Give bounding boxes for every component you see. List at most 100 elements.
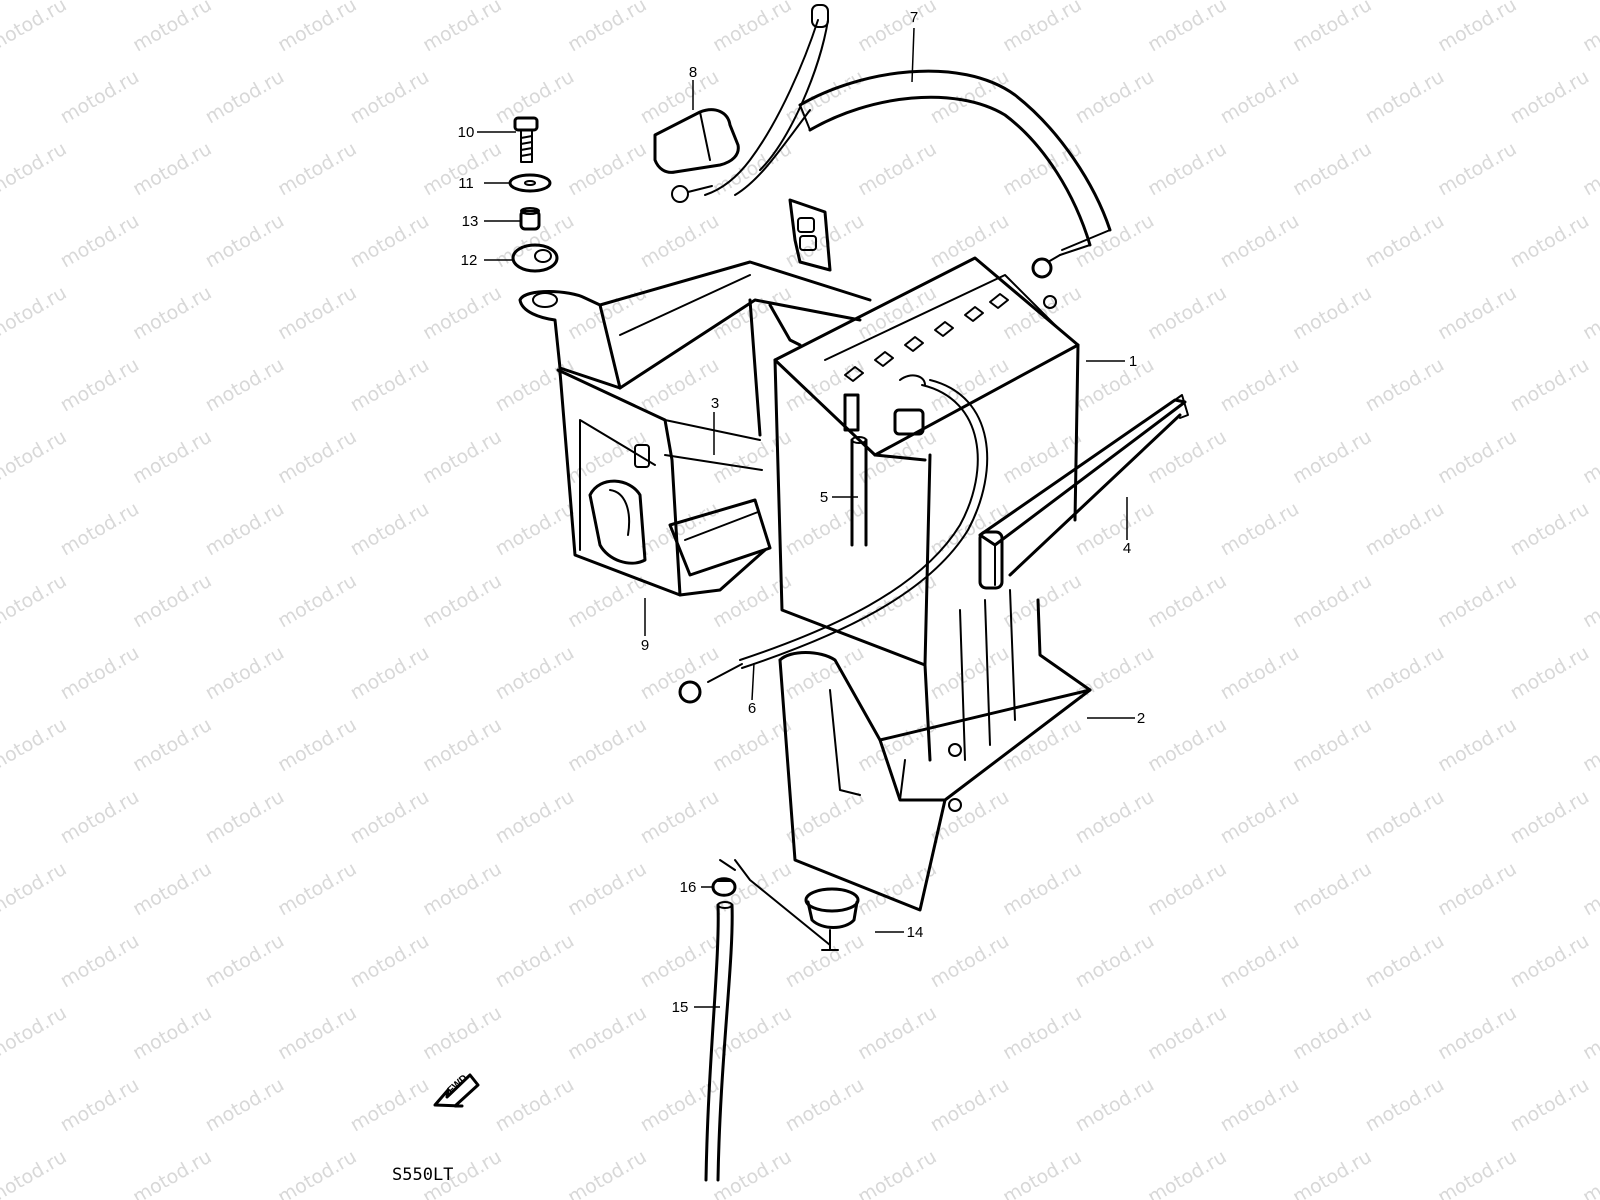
watermark-text: motod.ru bbox=[1289, 426, 1375, 489]
watermark-text: motod.ru bbox=[1507, 354, 1593, 417]
watermark-text: motod.ru bbox=[0, 0, 70, 56]
watermark-text: motod.ru bbox=[1289, 570, 1375, 633]
watermark-text: motod.ru bbox=[274, 138, 360, 201]
watermark-text: motod.ru bbox=[492, 354, 578, 417]
watermark-text: motod.ru bbox=[1579, 282, 1600, 345]
watermark-text: motod.ru bbox=[202, 642, 288, 705]
battery-case-2 bbox=[778, 589, 1092, 912]
watermark-text: motod.ru bbox=[129, 570, 215, 633]
watermark-text: motod.ru bbox=[564, 426, 650, 489]
watermark-text: motod.ru bbox=[1434, 426, 1520, 489]
callout-4: 4 bbox=[1123, 540, 1131, 557]
watermark-text: motod.ru bbox=[564, 138, 650, 201]
watermark-text: motod.ru bbox=[1289, 858, 1375, 921]
terminal-cover-8 bbox=[653, 108, 740, 174]
callout-10: 10 bbox=[458, 124, 475, 141]
callout-5: 5 bbox=[820, 489, 828, 506]
watermark-text: motod.ru bbox=[1217, 354, 1303, 417]
watermark-text: motod.ru bbox=[1434, 138, 1520, 201]
watermark-text: motod.ru bbox=[57, 66, 143, 129]
watermark-text: motod.ru bbox=[1072, 786, 1158, 849]
watermark-text: motod.ru bbox=[1072, 930, 1158, 993]
watermark-text: motod.ru bbox=[1217, 786, 1303, 849]
watermark-text: motod.ru bbox=[1289, 714, 1375, 777]
watermark-text: motod.ru bbox=[927, 786, 1013, 849]
watermark-text: motod.ru bbox=[0, 426, 70, 489]
watermark-text: motod.ru bbox=[1217, 930, 1303, 993]
watermark-text: motod.ru bbox=[999, 858, 1085, 921]
callout-11: 11 bbox=[458, 175, 474, 192]
battery-cable-7 bbox=[671, 4, 1112, 279]
watermark-text: motod.ru bbox=[419, 714, 505, 777]
leader-lines bbox=[477, 27, 1135, 1008]
watermark-text: motod.ru bbox=[999, 1002, 1085, 1065]
watermark-text: motod.ru bbox=[1579, 858, 1600, 921]
watermark-text: motod.ru bbox=[347, 210, 433, 273]
watermark-text: motod.ru bbox=[57, 1074, 143, 1137]
watermark-text: motod.ru bbox=[492, 1074, 578, 1137]
watermark-text: motod.ru bbox=[1217, 210, 1303, 273]
negative-lead-6 bbox=[678, 379, 989, 704]
watermark-text: motod.ru bbox=[637, 786, 723, 849]
watermark-text: motod.ru bbox=[1579, 1002, 1600, 1065]
watermark-text: motod.ru bbox=[782, 930, 868, 993]
watermark-text: motod.ru bbox=[492, 642, 578, 705]
watermark-text: motod.ru bbox=[57, 642, 143, 705]
watermark-text: motod.ru bbox=[492, 498, 578, 561]
callout-2: 2 bbox=[1137, 710, 1145, 727]
watermark-text: motod.ru bbox=[0, 714, 70, 777]
watermark-text: motod.ru bbox=[1507, 498, 1593, 561]
watermark-text: motod.ru bbox=[709, 1002, 795, 1065]
callout-3: 3 bbox=[711, 395, 719, 412]
watermark-text: motod.ru bbox=[1362, 210, 1448, 273]
watermark-text: motod.ru bbox=[274, 426, 360, 489]
watermark-text: motod.ru bbox=[274, 1146, 360, 1200]
callouts: 10 11 13 12 8 7 1 3 4 5 6 9 2 14 15 16 bbox=[458, 9, 1146, 1016]
watermark-text: motod.ru bbox=[999, 138, 1085, 201]
watermark-text: motod.ru bbox=[854, 138, 940, 201]
watermark-text: motod.ru bbox=[129, 1146, 215, 1200]
watermark-text: motod.ru bbox=[1289, 1002, 1375, 1065]
watermark-text: motod.ru bbox=[1434, 858, 1520, 921]
watermark-text: motod.ru bbox=[129, 714, 215, 777]
watermark-text: motod.ru bbox=[1217, 498, 1303, 561]
watermark-text: motod.ru bbox=[129, 138, 215, 201]
watermark-text: motod.ru bbox=[492, 930, 578, 993]
watermark-text: motod.ru bbox=[1144, 714, 1230, 777]
watermark-text: motod.ru bbox=[0, 138, 70, 201]
callout-1: 1 bbox=[1129, 353, 1137, 370]
watermark-text: motod.ru bbox=[1144, 0, 1230, 56]
watermark-text: motod.ru bbox=[1579, 0, 1600, 56]
watermark-text: motod.ru bbox=[927, 354, 1013, 417]
watermark-text: motod.ru bbox=[202, 1074, 288, 1137]
watermark-text: motod.ru bbox=[1144, 282, 1230, 345]
watermark-text: motod.ru bbox=[419, 1002, 505, 1065]
watermark-text: motod.ru bbox=[564, 1146, 650, 1200]
callout-7: 7 bbox=[910, 9, 918, 26]
watermark-text: motod.ru bbox=[274, 570, 360, 633]
watermark-text: motod.ru bbox=[347, 1074, 433, 1137]
watermark-text: motod.ru bbox=[1507, 786, 1593, 849]
watermark-text: motod.ru bbox=[274, 282, 360, 345]
watermark-text: motod.ru bbox=[1289, 282, 1375, 345]
watermark-text: motod.ru bbox=[1362, 1074, 1448, 1137]
watermark-text: motod.ru bbox=[1144, 1002, 1230, 1065]
callout-14: 14 bbox=[907, 924, 924, 941]
watermark-text: motod.ru bbox=[782, 498, 868, 561]
watermark-text: motod.ru bbox=[1579, 1146, 1600, 1200]
watermark-text: motod.ru bbox=[637, 66, 723, 129]
spacer-13 bbox=[519, 207, 541, 231]
watermark-text: motod.ru bbox=[274, 858, 360, 921]
watermark-text: motod.ru bbox=[347, 354, 433, 417]
watermark-text: motod.ru bbox=[1289, 1146, 1375, 1200]
watermark-text: motod.ru bbox=[1217, 642, 1303, 705]
watermark-text: motod.ru bbox=[1217, 66, 1303, 129]
washer-11 bbox=[508, 173, 552, 193]
watermark-text: motod.ru bbox=[564, 0, 650, 56]
model-code: S550LT bbox=[392, 1165, 453, 1185]
watermark-text: motod.ru bbox=[419, 858, 505, 921]
watermark-text: motod.ru bbox=[129, 282, 215, 345]
battery-strap-4 bbox=[978, 394, 1189, 590]
watermark-text: motod.ru bbox=[709, 858, 795, 921]
